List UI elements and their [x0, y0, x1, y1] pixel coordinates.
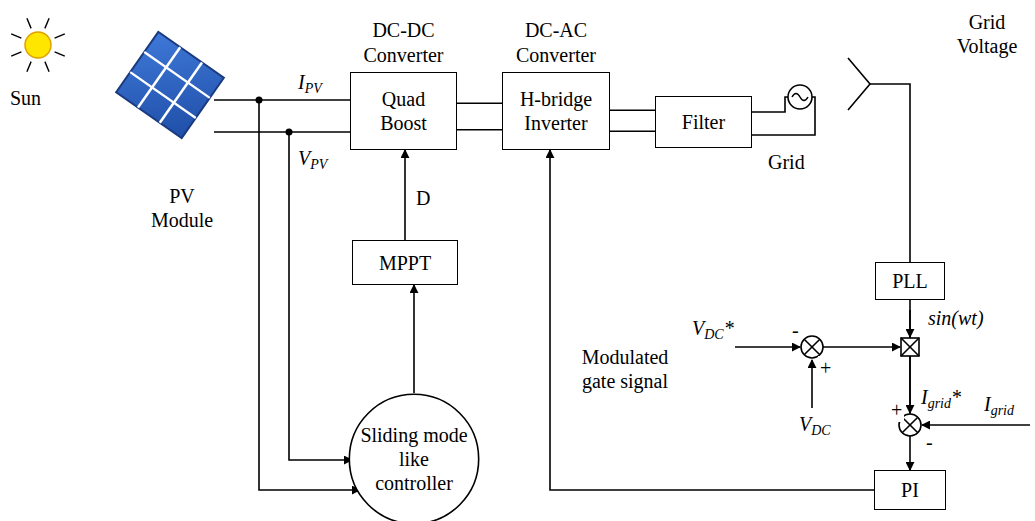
pll-box: PLL: [875, 262, 945, 300]
controller-circle: Sliding mode like controller: [348, 393, 480, 521]
box-text-group: Quad Boost: [369, 87, 439, 135]
sign-label: -: [790, 318, 801, 342]
sign-label: -: [924, 430, 935, 454]
sign-label: +: [818, 356, 833, 380]
connector-line: [457, 102, 502, 104]
connector-line: [909, 300, 911, 470]
connector: [610, 110, 655, 131]
signal-name: Igrid*: [919, 385, 963, 409]
box-label: MPPT: [379, 251, 431, 275]
connector: [550, 150, 874, 490]
box-label: Quad Boost: [369, 87, 439, 135]
pv-panel: [116, 32, 224, 138]
pi-box: PI: [874, 470, 946, 510]
box-label: Filter: [682, 110, 725, 134]
box-text-group: H-bridge Inverter: [515, 87, 597, 135]
box-text-group: PI: [901, 478, 919, 502]
junction-dot: [256, 97, 263, 104]
connector-line: [610, 130, 655, 132]
signal-name: IPV: [296, 70, 324, 94]
edge-label: D: [414, 186, 432, 210]
connector: [910, 300, 911, 470]
sun-icon: [11, 18, 65, 72]
signal-name: Grid Voltage: [940, 10, 1034, 58]
box-heading: DC-AC Converter: [501, 18, 611, 68]
signal-name: sin(wt): [926, 306, 986, 330]
edge-label: Modulated gate signal: [568, 345, 682, 393]
connector-line: [413, 285, 415, 393]
connector-line: [550, 150, 874, 490]
connector: [405, 150, 406, 240]
signal-name: VDC: [797, 412, 833, 436]
connector: [414, 285, 415, 393]
box-label: PI: [901, 478, 919, 502]
box-label: H-bridge Inverter: [515, 87, 597, 135]
inverter-box: DC-AC ConverterH-bridge Inverter: [502, 72, 610, 150]
converter-box: DC-DC ConverterQuad Boost: [350, 72, 457, 150]
wires: [214, 58, 1030, 490]
multiplier: [901, 338, 919, 356]
box-label: PLL: [892, 269, 928, 293]
signal-name: VPV: [296, 146, 329, 170]
connector-line: [457, 129, 502, 131]
signal-name: VDC*: [690, 316, 736, 340]
signal-name: Igrid: [982, 392, 1016, 416]
sign-label: +: [889, 398, 904, 422]
part-label: Grid: [766, 150, 807, 174]
icon-label: Sun: [8, 86, 43, 110]
summing-junction: [801, 336, 823, 358]
connector-line: [404, 150, 406, 240]
mppt-box: MPPT: [352, 240, 458, 285]
box-text-group: Sliding mode like controller: [360, 423, 468, 495]
box-heading: DC-DC Converter: [349, 18, 459, 68]
connector: [457, 103, 502, 130]
box-text-group: PLL: [892, 269, 928, 293]
connector-line: [610, 109, 655, 111]
box-text-group: MPPT: [379, 251, 431, 275]
junction-dot: [286, 129, 293, 136]
ac-source: [788, 85, 812, 109]
box-label: Sliding mode like controller: [360, 423, 468, 495]
box-text-group: Filter: [682, 110, 725, 134]
icon-label: PV Module: [138, 184, 226, 232]
filter-box: Filter: [655, 96, 752, 148]
